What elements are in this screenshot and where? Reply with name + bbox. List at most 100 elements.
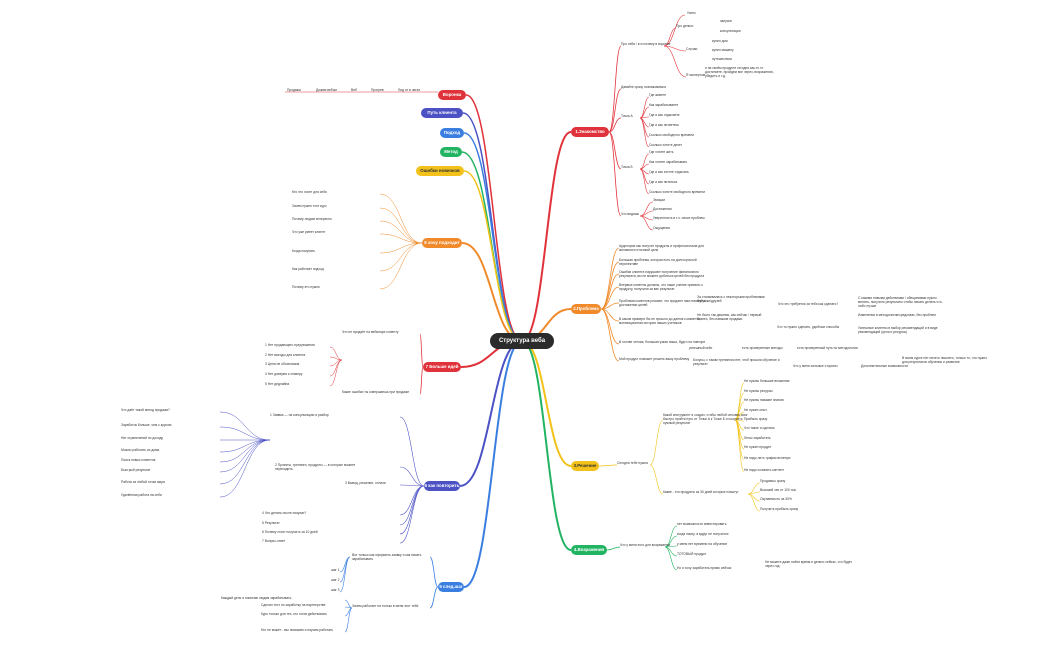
b5-a: Вот только как оформить заявку и как нач… bbox=[352, 553, 422, 561]
b3-item: Не надо лить трафик вслепую bbox=[744, 456, 791, 460]
b1-a-item: Где и как отдыхаете bbox=[649, 113, 680, 117]
connector bbox=[521, 340, 572, 551]
connector bbox=[344, 607, 353, 633]
b4-last-sub: Не можете даже найти время и деньги сейч… bbox=[765, 560, 853, 568]
b3-item: Прибыль сразу bbox=[744, 417, 768, 421]
connector bbox=[399, 485, 425, 526]
b6-left-item: Заработок больше, чем с курсом bbox=[121, 423, 172, 427]
b1-v-item: Ощущения bbox=[653, 226, 670, 230]
b3-item: Легко заработать bbox=[744, 436, 771, 440]
connector bbox=[639, 215, 654, 231]
b1-a-item: Сколько свободного времени bbox=[649, 133, 694, 137]
b3-item: Не нужны большие вложения bbox=[744, 379, 790, 383]
b2-sub3b: есть проверенные методы bbox=[742, 346, 783, 350]
connector bbox=[379, 207, 423, 244]
b2-sub2c: Изменения в методологии/средствах, без п… bbox=[858, 313, 936, 317]
connector bbox=[521, 131, 572, 342]
connector bbox=[399, 416, 425, 487]
b6-left-item: Работа из любой точки мира bbox=[121, 480, 165, 484]
node-metod[interactable]: Метод bbox=[440, 147, 462, 157]
b3-sub-item: Получить прибыль сразу bbox=[760, 507, 799, 511]
b5-d: Курс только для тех, кто готов действова… bbox=[261, 612, 327, 616]
connector bbox=[462, 112, 523, 342]
b3-item: Что такое и сделать bbox=[744, 426, 775, 430]
b7-a-item: 2 Нет выгоды для клиента bbox=[265, 353, 306, 357]
connector bbox=[219, 439, 271, 473]
b8-item: Почему это нужно bbox=[292, 285, 320, 289]
connector bbox=[399, 485, 425, 535]
connector bbox=[459, 340, 523, 487]
connector bbox=[379, 242, 423, 272]
connector bbox=[649, 419, 664, 466]
connector bbox=[379, 193, 423, 244]
b3-item: Не нужны никакие знания bbox=[744, 398, 784, 402]
b6-item: 2 Проекты, тренинги, продукты — в которы… bbox=[275, 463, 356, 471]
connector bbox=[608, 117, 622, 133]
b8-item: Почему людям интересно bbox=[292, 217, 332, 221]
node-voronka[interactable]: Воронка bbox=[438, 90, 466, 100]
node-sled-shag[interactable]: 5 след.шаг bbox=[438, 582, 464, 592]
b1-item: купил дом bbox=[712, 39, 728, 43]
b2-sub3: В голове четкая, большая узкая ниша, буд… bbox=[619, 340, 706, 344]
b2-item: Аудитория как получит продукты и професс… bbox=[619, 244, 704, 252]
b1-v-item: Уверенность в т.ч. своих проблем bbox=[653, 216, 705, 220]
b6-left-item: Что даёт такой метод продажи? bbox=[121, 408, 170, 412]
b2-item: Впервые клиенты должны, что наше учение … bbox=[619, 283, 703, 291]
b5-e: Кто не может - мы поможем и научим работ… bbox=[261, 628, 334, 632]
b2-sub4c: Дополнительные возможности bbox=[861, 364, 908, 368]
node-problema[interactable]: 2.Проблема bbox=[571, 304, 601, 314]
b4-item: когда начну, а вдруг не получится bbox=[677, 532, 729, 536]
b1-item: Про деньги bbox=[676, 24, 694, 28]
connector bbox=[734, 419, 745, 473]
b6-left-item: Быстрый результат bbox=[121, 468, 151, 472]
b5-c: Каждый день я помогаю людям зарабатывать bbox=[221, 596, 292, 600]
connector bbox=[664, 546, 678, 571]
b1-chto-vidish: Что видишь bbox=[621, 212, 640, 216]
node-reshenie[interactable]: 3.Решение bbox=[571, 461, 599, 471]
b8-item: Что уже умеет клиент bbox=[292, 230, 326, 234]
connector bbox=[399, 485, 425, 544]
b2-sub3a: успешный кейс bbox=[689, 346, 713, 350]
node-kak-povtorit[interactable]: 6 как повторить bbox=[424, 481, 460, 491]
b7-a-item: 1 Нет продающего предложения bbox=[265, 343, 315, 347]
connector bbox=[606, 546, 621, 551]
connector bbox=[600, 273, 620, 310]
connector bbox=[600, 302, 620, 310]
node-znakomstvo[interactable]: 1.Знакомство bbox=[571, 127, 609, 137]
b1-v-item: Достижения bbox=[653, 207, 672, 211]
b3-sub: Какие - это продукты за 30 дней которые … bbox=[663, 490, 739, 494]
b1-item: купил машину bbox=[712, 48, 734, 52]
b6-item: 5 Результат bbox=[262, 521, 280, 525]
connector bbox=[639, 201, 654, 217]
node-podhod[interactable]: Подход bbox=[440, 128, 464, 138]
connector bbox=[379, 233, 423, 244]
b2-sub4: Мой продукт поможет решить вашу проблему bbox=[619, 357, 690, 361]
node-put-klienta[interactable]: Путь клиента bbox=[421, 108, 463, 118]
node-vozrazheniya[interactable]: 4.Возражения bbox=[571, 545, 607, 555]
b2-item: Ошибки клиента нарушают получение финанс… bbox=[619, 270, 705, 278]
b2-sub1b: Что это требуется за тебя как сделать? bbox=[778, 302, 839, 306]
connector bbox=[608, 88, 622, 133]
connector bbox=[399, 466, 425, 487]
node-hochu-podhodit[interactable]: 8 хочу подходит bbox=[422, 238, 462, 248]
b1-tochka-b: Точка Б bbox=[621, 165, 633, 169]
b2-sub3c: есть проверенный путь по методологии bbox=[797, 346, 858, 350]
b3-sub-item: Окупаемость за 30% bbox=[760, 497, 792, 501]
connector bbox=[608, 131, 622, 217]
b2-sub2d: Успешные клиенты в выбор рекомендаций и … bbox=[858, 326, 938, 334]
b1-item: консультация bbox=[720, 29, 741, 33]
node-bolshe-idey[interactable]: 7 Больше идей bbox=[423, 362, 461, 372]
b1-item: Случаи bbox=[686, 47, 698, 51]
b7-a-item: 4 Нет доверия к спикеру bbox=[265, 372, 303, 376]
voronka-item: Продажа bbox=[287, 88, 301, 92]
b2-sub4d: В моем курсе нет ничего лишнего, только … bbox=[902, 356, 988, 364]
b7-b: Какие ошибки ты совершаешь при продаже bbox=[342, 390, 410, 394]
node-oshibki[interactable]: Ошибки новичков bbox=[416, 166, 464, 176]
connector bbox=[463, 132, 523, 342]
b3-item: Не надо сочинять контент bbox=[744, 468, 784, 472]
b4-item: нет возможности инвестировать bbox=[677, 522, 727, 526]
b1-v-item: Эмоции bbox=[653, 198, 666, 202]
b3-goal: Сегодня тебе нужна bbox=[617, 461, 648, 465]
connector bbox=[747, 493, 761, 512]
connector bbox=[219, 411, 271, 441]
